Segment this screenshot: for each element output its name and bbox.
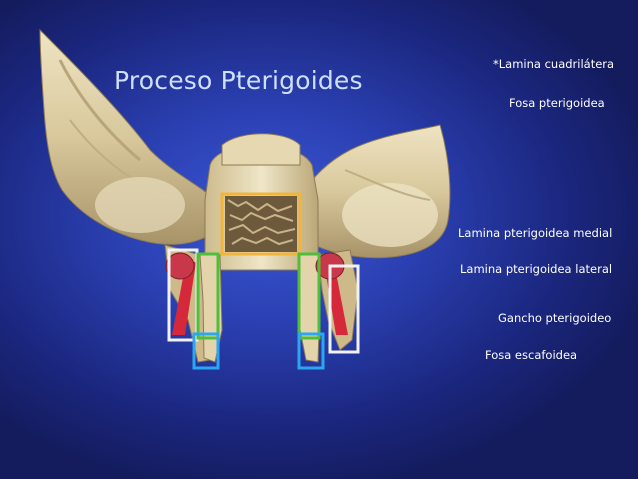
left-hamulus-box: [192, 332, 220, 370]
label-fosa-pterigoidea: Fosa pterigoidea: [509, 96, 605, 110]
left-pterygoid-fossa-marker: [172, 262, 196, 335]
right-hamulus-box: [297, 332, 325, 370]
label-lamina-cuadrilatera: *Lamina cuadrilátera: [493, 57, 615, 71]
label-fosa-escafoidea: Fosa escafoidea: [485, 348, 578, 362]
label-lamina-pterigoidea-lateral: Lamina pterigoidea lateral: [460, 262, 613, 276]
right-medial-plate-box: [297, 252, 321, 340]
left-medial-plate-box: [196, 252, 220, 340]
label-lamina-pterigoidea-medial: Lamina pterigoidea medial: [458, 226, 613, 240]
right-lateral-plate-box: [328, 264, 360, 354]
left-scaphoid-fossa-marker: [165, 252, 195, 280]
label-gancho-pterigoideo: Gancho pterigoideo: [498, 311, 612, 325]
lamina-cuadrilatera-box: [220, 192, 302, 256]
slide-title: Proceso Pterigoides: [114, 66, 363, 95]
